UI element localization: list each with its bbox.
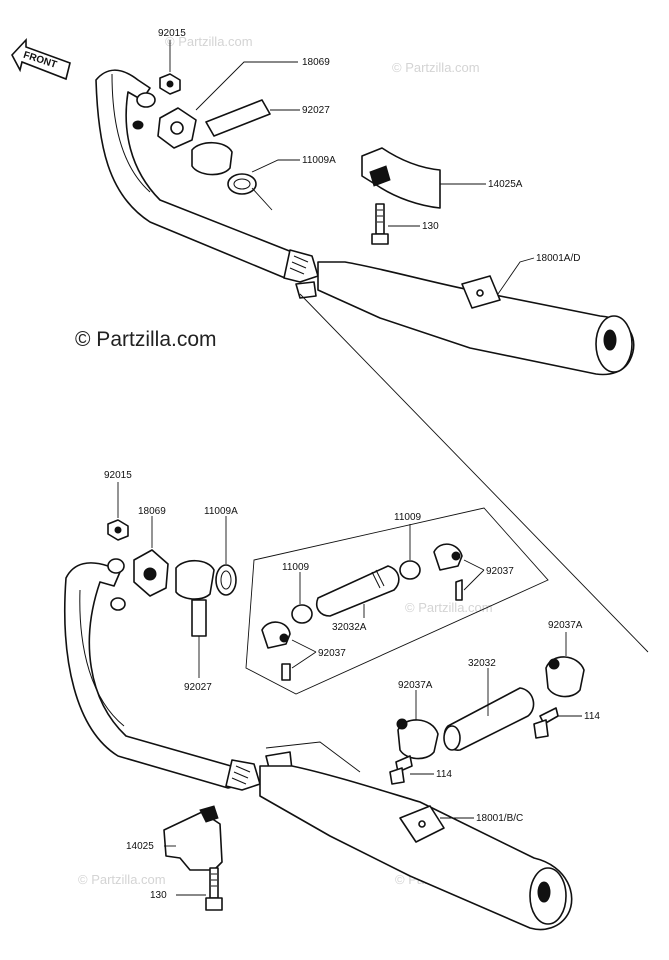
lower-flange-washer [110, 597, 126, 611]
upper-strip-92027 [205, 99, 271, 137]
label-lower-11009-left: 11009 [282, 562, 310, 573]
upper-bracket-14025a [361, 147, 441, 209]
label-lower-92037-left: 92037 [318, 648, 346, 659]
label-lower-32032a: 32032A [332, 622, 367, 633]
upper-exhaust-assembly: 92015 18069 92027 11009A 14025A 130 1800… [95, 28, 635, 376]
kit-gasket-11009-right [399, 560, 421, 580]
label-upper-92015: 92015 [158, 28, 186, 39]
kit-clamp-92037-right [433, 543, 463, 571]
lower-header-pipe [63, 562, 247, 789]
lower-pipe-collar [225, 759, 261, 791]
label-lower-14025: 14025 [126, 841, 154, 852]
upper-flange-stud [132, 120, 144, 130]
lower-strip-92027 [191, 599, 207, 637]
label-lower-92027: 92027 [184, 682, 212, 693]
kit-gasket-11009-left [291, 604, 313, 624]
pipe-kit-outline [245, 507, 549, 695]
watermark-faint: © Partzilla.com [392, 60, 480, 75]
upper-header-pipe [95, 69, 301, 279]
clamp-92037a-left [397, 719, 439, 760]
label-upper-14025a: 14025A [488, 179, 523, 190]
lower-muffler [259, 765, 573, 931]
upper-bolt-130 [375, 203, 385, 235]
label-lower-92037-right: 92037 [486, 566, 514, 577]
label-upper-18069: 18069 [302, 57, 330, 68]
label-upper-130: 130 [422, 221, 439, 232]
watermark-faint: © Partzilla.com [165, 34, 253, 49]
lower-muffler-outlet [537, 881, 551, 903]
lower-gasket-11009a [215, 564, 237, 596]
upper-muffler [317, 261, 635, 376]
watermark-faint: © Partzilla.com [78, 872, 166, 887]
watermark-main: © Partzilla.com [75, 328, 217, 351]
label-upper-11009a: 11009A [302, 155, 336, 166]
label-lower-32032: 32032 [468, 658, 496, 669]
label-lower-11009a: 11009A [204, 506, 238, 517]
label-lower-92037a-right: 92037A [548, 620, 583, 631]
reference-line [299, 293, 649, 653]
lower-bracket-14025 [163, 811, 223, 871]
upper-collar [191, 141, 233, 176]
reference-line [265, 741, 361, 773]
lower-collar [175, 559, 215, 600]
lower-flange-washer [107, 558, 125, 574]
kit-pipe-32032a [315, 565, 400, 617]
upper-muffler-outlet [603, 329, 617, 351]
watermark-faint: © Partzilla.com [405, 600, 493, 615]
label-lower-18069: 18069 [138, 506, 166, 517]
label-upper-18001ad: 18001A/D [536, 253, 580, 264]
lower-bolt-130 [209, 867, 219, 899]
upper-gasket-11009a [227, 173, 257, 195]
upper-flange-washer [136, 92, 156, 108]
label-lower-11009-right: 11009 [394, 512, 422, 523]
label-lower-18001bc: 18001/B/C [476, 813, 523, 824]
label-lower-92015: 92015 [104, 470, 132, 481]
kit-bolt-left [281, 663, 291, 681]
kit-bolt-right [455, 579, 463, 601]
label-lower-114-left: 114 [436, 769, 452, 780]
label-lower-92037a-left: 92037A [398, 680, 433, 691]
label-upper-92027: 92027 [302, 105, 330, 116]
label-lower-114-right: 114 [584, 711, 600, 722]
upper-small-clamp [295, 281, 317, 299]
front-arrow-icon: FRONT [11, 37, 71, 81]
label-lower-130: 130 [150, 890, 167, 901]
lower-exhaust-assembly: 92015 18069 11009A 92027 11009 11009 320… [63, 470, 600, 931]
